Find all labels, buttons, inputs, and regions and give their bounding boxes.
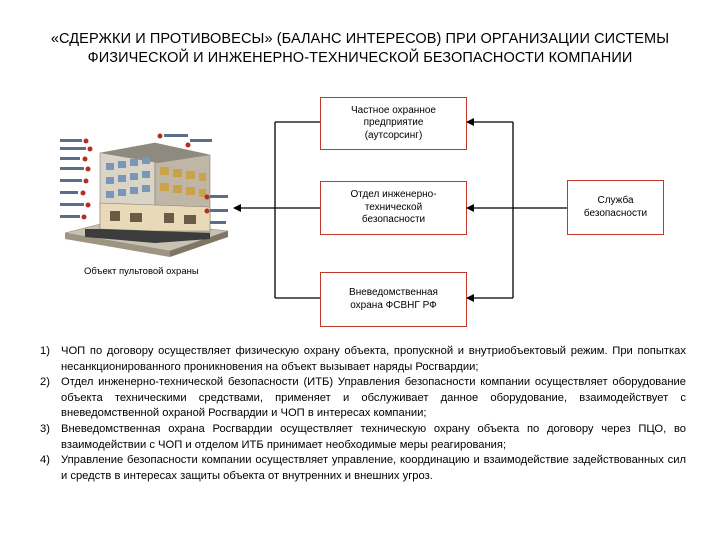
title-line-2: ФИЗИЧЕСКОЙ И ИНЖЕНЕРНО-ТЕХНИЧЕСКОЙ БЕЗОП…	[87, 50, 633, 66]
box-ovo: Вневедомственная охрана ФСВНГ РФ	[320, 272, 467, 327]
box-chop-line-1: Частное охранное	[351, 104, 436, 116]
box-ovo-line-2: охрана ФСВНГ РФ	[350, 299, 437, 311]
box-sb-line-2: безопасности	[583, 207, 648, 219]
building-cutaway-illustration	[60, 133, 229, 257]
box-sb-line-1: Служба	[597, 195, 634, 206]
box-chop-line-3: (аутсорсинг)	[364, 129, 423, 141]
object-caption: Объект пультовой охраны	[84, 266, 199, 277]
note-text: Отдел инженерно-технической безопасности…	[61, 376, 686, 420]
box-itb-line-3: безопасности	[361, 214, 426, 226]
box-ovo-line-1: Вневедомственная	[349, 287, 438, 298]
note-item: 4) Управление безопасности компании осуще…	[40, 453, 686, 484]
box-itb-line-1: Отдел инженерно-	[350, 189, 437, 201]
notes-list: 1) ЧОП по договору осуществляет физическу…	[40, 344, 686, 484]
note-number: 1)	[40, 345, 50, 357]
note-item: 2) Отдел инженерно-технической безопаснос…	[40, 375, 686, 422]
note-number: 3)	[40, 422, 50, 435]
page-title: «СДЕРЖКИ И ПРОТИВОВЕСЫ» (БАЛАНС ИНТЕРЕСО…	[20, 30, 700, 68]
box-itb: Отдел инженерно- технической безопасност…	[320, 181, 467, 235]
box-chop: Частное охранное предприятие (аутсорсинг…	[320, 97, 467, 150]
note-number: 2)	[40, 376, 50, 389]
note-item: 3) Вневедомственная охрана Росгвардии осу…	[40, 422, 686, 453]
note-text: Управление безопасности компании осущест…	[61, 454, 686, 482]
note-text: ЧОП по договору осуществляет физическую …	[61, 345, 686, 373]
title-line-1: «СДЕРЖКИ И ПРОТИВОВЕСЫ» (БАЛАНС ИНТЕРЕСО…	[50, 31, 670, 47]
note-text: Вневедомственная охрана Росгвардии осуще…	[61, 422, 686, 451]
box-security-service: Служба безопасности	[567, 180, 664, 235]
note-number: 4)	[40, 454, 50, 467]
box-itb-line-2: технической	[364, 201, 423, 213]
box-chop-line-2: предприятие	[363, 117, 424, 129]
note-item: 1) ЧОП по договору осуществляет физическу…	[40, 344, 686, 375]
